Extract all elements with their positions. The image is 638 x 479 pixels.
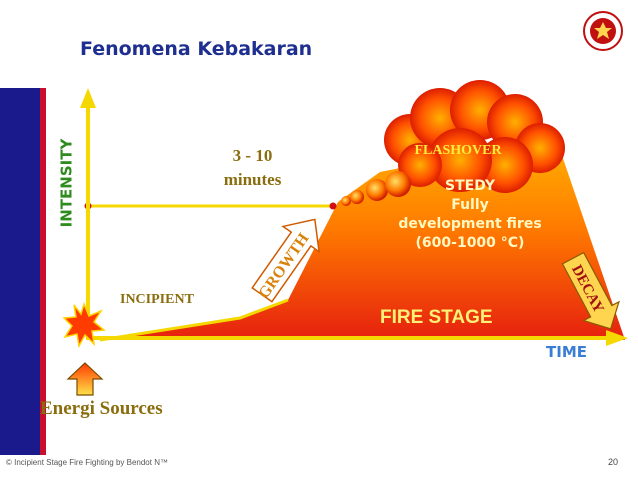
slide-title: Fenomena Kebakaran <box>80 38 313 60</box>
steady-stage-label: STEDY Fully development fires (600-1000 … <box>385 177 555 253</box>
duration-value: 3 - 10 <box>232 146 273 165</box>
duration-unit: minutes <box>223 170 282 189</box>
energy-source-arrow-icon <box>66 362 104 396</box>
logo-emblem <box>583 11 623 51</box>
fireball-cluster <box>341 171 411 206</box>
ignition-burst-icon <box>62 301 106 349</box>
incipient-ramp <box>99 298 289 342</box>
energy-sources-label: Energi Sources <box>40 398 163 419</box>
footer-credit: © Incipient Stage Fire Fighting by Bendo… <box>6 458 168 467</box>
steady-line-1: STEDY <box>445 178 495 194</box>
line-end-dot <box>329 202 337 210</box>
incipient-label: INCIPIENT <box>120 292 194 307</box>
y-axis-label: INTENSITY <box>58 138 76 228</box>
steady-line-2: Fully <box>451 197 489 213</box>
y-axis-arrowhead <box>80 88 96 108</box>
duration-label: 3 - 10 minutes <box>205 144 300 192</box>
page-number: 20 <box>608 457 619 467</box>
flashover-cloud <box>384 80 565 193</box>
x-axis-arrowhead <box>606 330 628 346</box>
sidebar-red-bar <box>40 88 46 455</box>
flashover-label: FLASHOVER <box>414 143 502 158</box>
x-axis-label: TIME <box>546 343 587 361</box>
steady-line-4: (600-1000 °C) <box>415 235 525 251</box>
intensity-label: INTENSITY <box>58 138 76 228</box>
steady-line-3: development fires <box>398 216 542 232</box>
sidebar-blue-bar <box>0 88 40 455</box>
fire-stage-label: FIRE STAGE <box>380 307 493 328</box>
